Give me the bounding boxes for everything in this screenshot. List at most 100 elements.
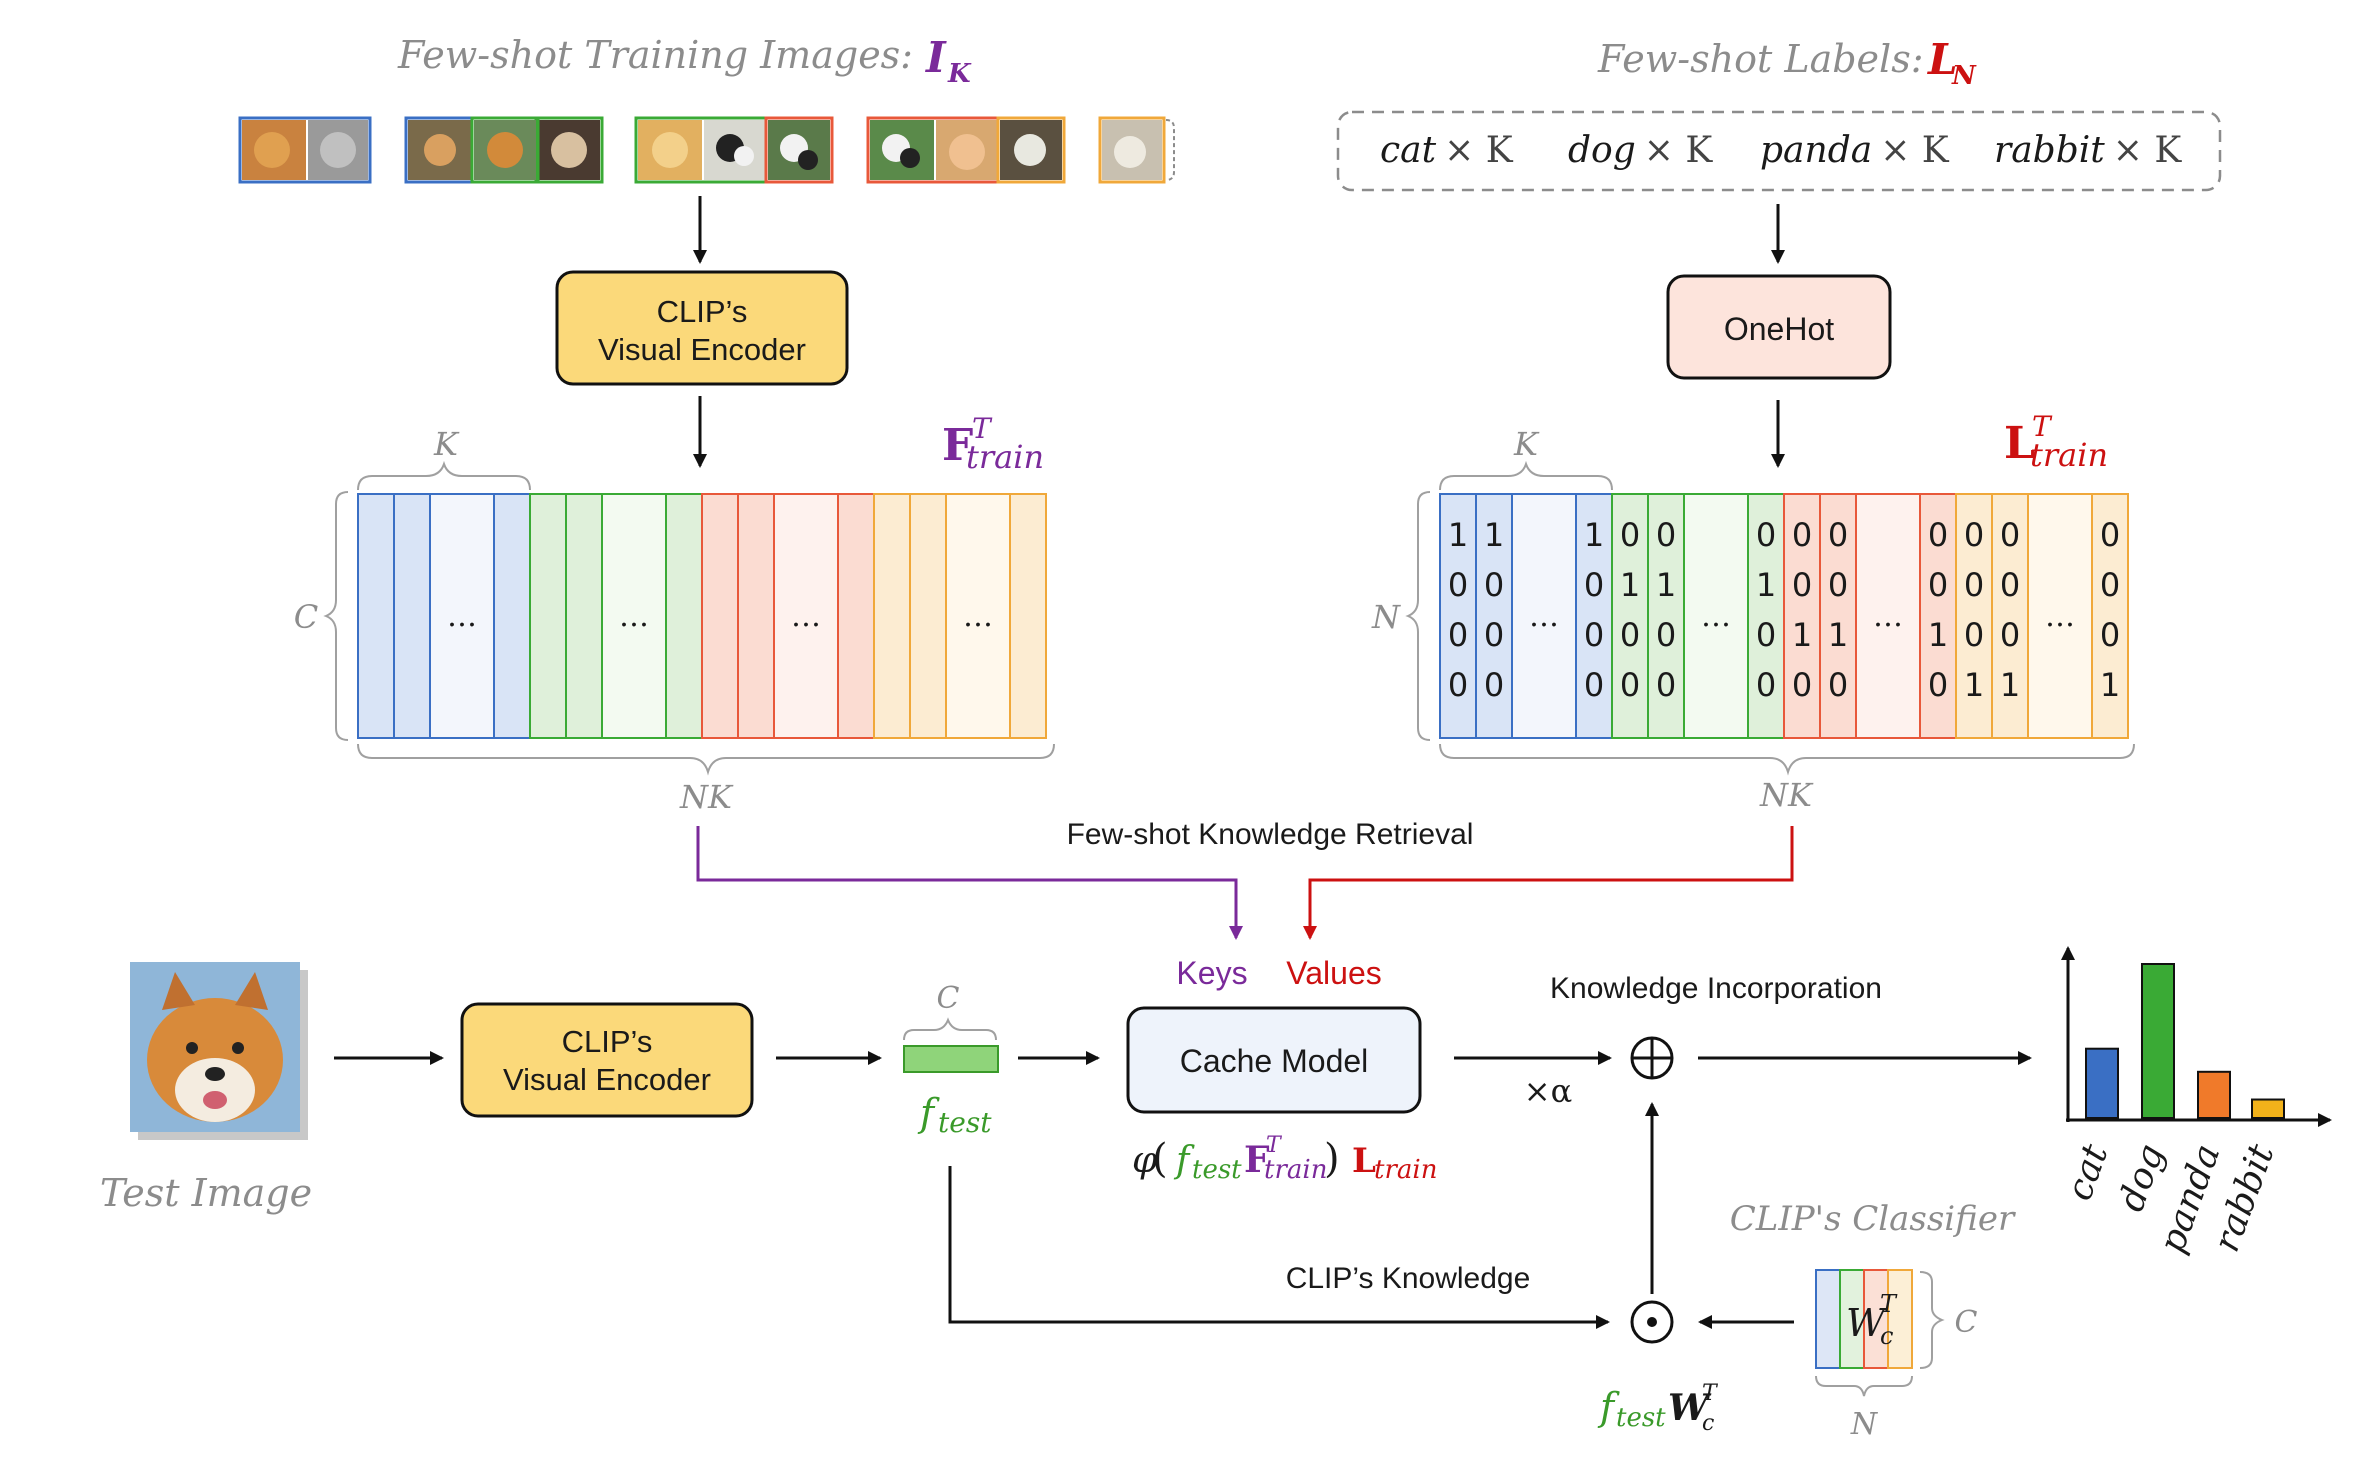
onehot-digit: 0 [1656, 516, 1676, 554]
feature-ellipsis: … [619, 599, 649, 634]
panda-images [634, 116, 834, 184]
feature-ellipsis: … [447, 599, 477, 634]
svg-text:L: L [1352, 1141, 1376, 1181]
label-item-dog: dog× K [1568, 130, 1713, 171]
onehot-digit: 0 [2100, 616, 2120, 654]
feature-column [945, 493, 1011, 739]
onehot-digit: 0 [1828, 516, 1848, 554]
svg-text:F: F [1244, 1139, 1270, 1181]
bar-cat [2085, 1047, 2119, 1119]
svg-text:T: T [1880, 1290, 1898, 1318]
svg-text:): ) [1324, 1136, 1340, 1182]
dog-images [404, 116, 604, 184]
onehot-digit: 1 [1964, 666, 1984, 704]
feature-column [601, 493, 667, 739]
feature-ellipsis: … [791, 599, 821, 634]
i-k-symbol: I [925, 33, 947, 82]
svg-text:CLIP’s: CLIP’s [657, 294, 748, 329]
l-n-symbol: L [1927, 35, 1958, 84]
onehot-digit: 0 [1828, 666, 1848, 704]
k-brace-right: K [1439, 425, 1613, 491]
onehot-digit: 1 [1584, 516, 1604, 554]
label-ellipsis: … [1873, 599, 1903, 634]
bar-dog [2141, 963, 2175, 1119]
onehot-digit: 0 [1448, 666, 1468, 704]
cache-model-box: Cache Model [1126, 1006, 1422, 1114]
feature-ellipsis: … [963, 599, 993, 634]
onehot-digit: 1 [1484, 516, 1504, 554]
feature-column [701, 493, 739, 739]
label-column [1475, 493, 1513, 739]
onehot-digit: 0 [1584, 566, 1604, 604]
n-brace: N [1371, 491, 1431, 741]
svg-text:W: W [1846, 1301, 1888, 1345]
onehot-digit: 0 [1964, 616, 1984, 654]
nk-brace-left: NK [357, 743, 1055, 816]
onehot-digit: 0 [1584, 616, 1604, 654]
onehot-digit: 1 [1448, 516, 1468, 554]
label-column [1955, 493, 1993, 739]
svg-text:Few-shot Training Images:: Few-shot Training Images: [397, 33, 913, 77]
knowledge-incorporation-label: Knowledge Incorporation [1550, 972, 1882, 1005]
clip-visual-encoder-top: CLIP’s Visual Encoder [555, 270, 849, 386]
svg-text:T: T [1266, 1133, 1283, 1158]
onehot-digit: 0 [1756, 516, 1776, 554]
clip-classifier-matrix: W T c C N [1815, 1269, 1978, 1442]
svg-text:T: T [2032, 410, 2053, 443]
label-item-rabbit: rabbit× K [1994, 130, 2182, 171]
label-item-panda: panda× K [1760, 130, 1950, 171]
onehot-digit: 0 [1792, 566, 1812, 604]
label-ellipsis: … [1701, 599, 1731, 634]
feature-column [1009, 493, 1047, 739]
svg-text:W: W [1668, 1387, 1712, 1429]
svg-text:N: N [1371, 598, 1401, 636]
label-column [2027, 493, 2093, 739]
onehot-digit: 0 [1448, 616, 1468, 654]
onehot-digit: 1 [2100, 666, 2120, 704]
onehot-digit: 0 [1928, 666, 1948, 704]
onehot-digit: 1 [1928, 616, 1948, 654]
bar-label-cat: cat [2059, 1139, 2117, 1206]
feature-column [393, 493, 431, 739]
svg-text:OneHot: OneHot [1724, 311, 1834, 347]
svg-text:Few-shot Labels:: Few-shot Labels: [1597, 37, 1924, 81]
partial-image [1098, 116, 1175, 184]
training-image-thumbnails [238, 116, 1175, 184]
svg-text:T: T [1702, 1381, 1719, 1406]
onehot-digit: 0 [1964, 566, 1984, 604]
label-column [1611, 493, 1649, 739]
label-column [1647, 493, 1685, 739]
onehot-digit: 0 [1756, 666, 1776, 704]
svg-text:train: train [966, 438, 1044, 476]
onehot-digit: 0 [2000, 566, 2020, 604]
values-label: Values [1286, 955, 1381, 991]
svg-text:train: train [1264, 1155, 1327, 1185]
label-column [2091, 493, 2129, 739]
onehot-digit: 0 [1792, 516, 1812, 554]
svg-text:N: N [1850, 1407, 1879, 1442]
clip-visual-encoder-bottom: CLIP’s Visual Encoder [460, 1002, 754, 1118]
svg-text:C: C [1955, 1305, 1978, 1340]
i-k-subscript: K [947, 59, 972, 89]
onehot-digit: 0 [1928, 566, 1948, 604]
svg-text:c: c [1880, 1322, 1893, 1350]
retrieval-label: Few-shot Knowledge Retrieval [1067, 818, 1474, 851]
ftest-wc-label: f test W T c [1597, 1381, 1719, 1436]
label-column [1439, 493, 1477, 739]
onehot-digit: 0 [1620, 516, 1640, 554]
cache-formula: φ ( f test F T train ) L train [1132, 1133, 1437, 1185]
keys-label: Keys [1176, 955, 1247, 991]
onehot-digit: 1 [1656, 566, 1676, 604]
onehot-digit: 1 [1756, 566, 1776, 604]
svg-text:(: ( [1152, 1136, 1168, 1182]
svg-text:C: C [937, 981, 960, 1016]
svg-text:CLIP’s: CLIP’s [562, 1024, 653, 1059]
values-retrieval-arrow [1303, 826, 1794, 940]
onehot-digit: 0 [1656, 666, 1676, 704]
feature-column [837, 493, 875, 739]
svg-text:test: test [1616, 1403, 1666, 1433]
nk-brace-right: NK [1439, 743, 2135, 814]
label-ellipsis: … [1529, 599, 1559, 634]
onehot-digit: 0 [1964, 516, 1984, 554]
